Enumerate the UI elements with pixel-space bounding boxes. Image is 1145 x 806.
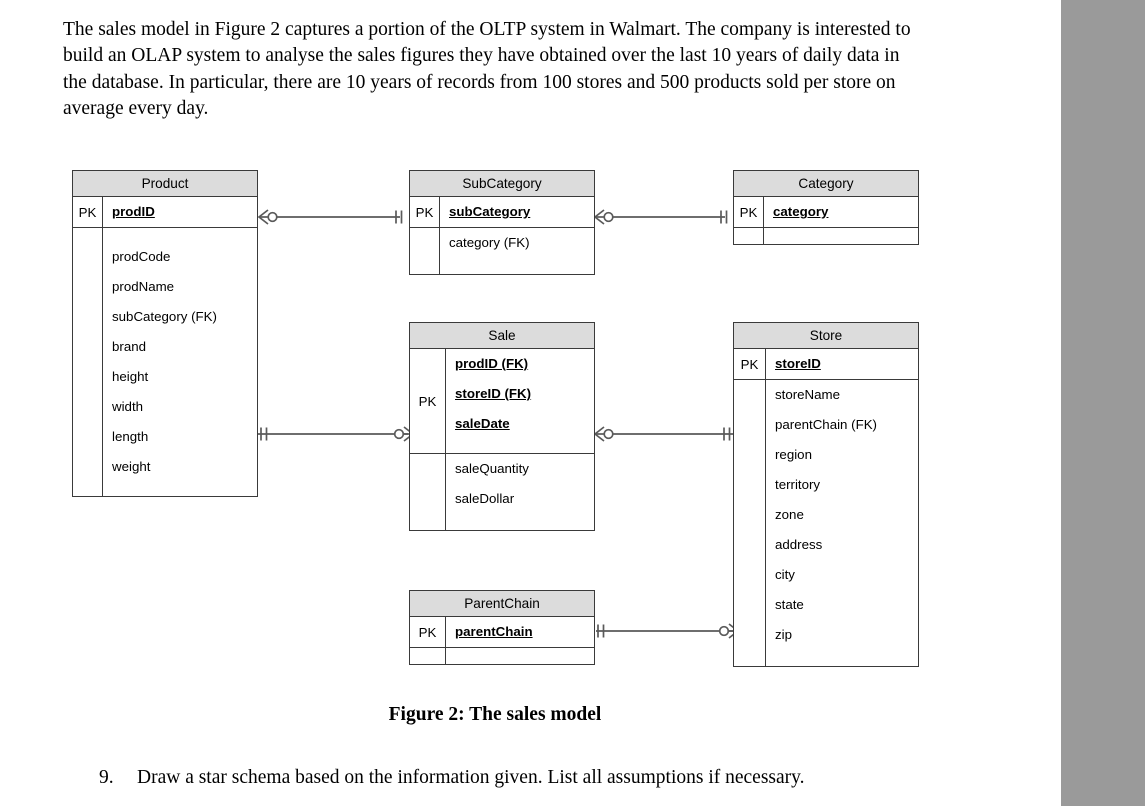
entity-sale-attr-0: saleQuantity bbox=[455, 461, 529, 476]
entity-product-attr-keycol bbox=[73, 228, 103, 496]
entity-store-attr-section: storeName parentChain (FK) region territ… bbox=[734, 379, 918, 666]
entity-product-title: Product bbox=[73, 171, 257, 197]
spacer bbox=[440, 258, 594, 274]
entity-category-key-label: PK bbox=[734, 197, 764, 227]
entity-store-attr-5: address bbox=[775, 537, 823, 552]
entity-sale-key-section: PK prodID (FK) storeID (FK) saleDate bbox=[410, 349, 594, 453]
entity-store-attr-8: zip bbox=[775, 627, 792, 642]
entity-parentchain-attr-section bbox=[410, 647, 594, 664]
entity-store-attr-7: state bbox=[775, 597, 804, 612]
entity-store-key-section: PK storeID bbox=[734, 349, 918, 379]
entity-sale-attr-keycol bbox=[410, 454, 446, 530]
entity-subcategory-key-label: PK bbox=[410, 197, 440, 227]
entity-product-attr-2: subCategory (FK) bbox=[112, 309, 217, 324]
entity-parentchain[interactable]: ParentChain PK parentChain bbox=[409, 590, 595, 665]
entity-category[interactable]: Category PK category bbox=[733, 170, 919, 245]
entity-product-attr-5: width bbox=[112, 399, 144, 414]
question-number: 9. bbox=[99, 767, 114, 788]
entity-store-pk-0: storeID bbox=[775, 356, 821, 371]
connector-subcategory-category bbox=[593, 209, 728, 225]
er-diagram-figure: Product PK prodID prodCode prodName subC… bbox=[72, 170, 919, 667]
entity-product-attr-3: brand bbox=[112, 339, 147, 354]
spacer bbox=[764, 228, 918, 244]
entity-store-attr-keycol bbox=[734, 380, 766, 666]
connector-sale-store bbox=[593, 426, 733, 442]
entity-parentchain-title: ParentChain bbox=[410, 591, 594, 617]
spacer bbox=[103, 228, 257, 242]
question-text: Draw a star schema based on the informat… bbox=[137, 767, 805, 788]
entity-product-attr-0: prodCode bbox=[112, 249, 171, 264]
entity-sale-pk-1: storeID (FK) bbox=[455, 386, 532, 401]
spacer bbox=[446, 514, 594, 530]
entity-product-attr-6: length bbox=[112, 429, 149, 444]
entity-product-pk-0: prodID bbox=[112, 204, 155, 219]
connector-parentchain-store bbox=[596, 623, 740, 639]
entity-product-attr-1: prodName bbox=[112, 279, 175, 294]
entity-category-key-section: PK category bbox=[734, 197, 918, 227]
entity-subcategory-title: SubCategory bbox=[410, 171, 594, 197]
entity-sale-pk-2: saleDate bbox=[455, 416, 510, 431]
entity-subcategory-attr-keycol bbox=[410, 228, 440, 274]
entity-store-attr-2: region bbox=[775, 447, 812, 462]
entity-store-attr-6: city bbox=[775, 567, 795, 582]
figure-caption: Figure 2: The sales model bbox=[388, 704, 602, 725]
entity-parentchain-pk-0: parentChain bbox=[455, 624, 533, 639]
entity-category-attr-keycol bbox=[734, 228, 764, 244]
entity-parentchain-key-label: PK bbox=[410, 617, 446, 647]
entity-sale-pk-0: prodID (FK) bbox=[455, 356, 529, 371]
entity-sale[interactable]: Sale PK prodID (FK) storeID (FK) saleDat… bbox=[409, 322, 595, 531]
entity-parentchain-key-section: PK parentChain bbox=[410, 617, 594, 647]
entity-subcategory-attr-0: category (FK) bbox=[449, 235, 530, 250]
entity-store-attr-4: zone bbox=[775, 507, 804, 522]
entity-product-attr-7: weight bbox=[112, 459, 151, 474]
entity-product-key-section: PK prodID bbox=[73, 197, 257, 227]
right-gutter-band bbox=[1061, 0, 1145, 806]
entity-store[interactable]: Store PK storeID storeName parentChain (… bbox=[733, 322, 919, 667]
entity-store-title: Store bbox=[734, 323, 918, 349]
entity-sale-attr-section: saleQuantity saleDollar bbox=[410, 453, 594, 530]
entity-subcategory[interactable]: SubCategory PK subCategory category (FK) bbox=[409, 170, 595, 275]
spacer bbox=[446, 648, 594, 664]
entity-sale-attr-1: saleDollar bbox=[455, 491, 515, 506]
entity-store-attr-0: storeName bbox=[775, 387, 841, 402]
spacer bbox=[103, 482, 257, 496]
intro-paragraph: The sales model in Figure 2 captures a p… bbox=[63, 19, 911, 119]
entity-product[interactable]: Product PK prodID prodCode prodName subC… bbox=[72, 170, 258, 497]
entity-store-attr-1: parentChain (FK) bbox=[775, 417, 877, 432]
entity-category-title: Category bbox=[734, 171, 918, 197]
connector-product-subcategory bbox=[257, 209, 403, 225]
connector-product-sale bbox=[258, 426, 415, 442]
entity-sale-key-label: PK bbox=[410, 349, 446, 453]
entity-product-attr-4: height bbox=[112, 369, 149, 384]
entity-sale-title: Sale bbox=[410, 323, 594, 349]
entity-parentchain-attr-keycol bbox=[410, 648, 446, 664]
spacer bbox=[446, 439, 594, 453]
question-item-9: 9. Draw a star schema based on the infor… bbox=[99, 767, 979, 789]
entity-category-pk-0: category bbox=[773, 204, 829, 219]
spacer bbox=[766, 650, 918, 666]
entity-subcategory-key-section: PK subCategory bbox=[410, 197, 594, 227]
entity-subcategory-attr-section: category (FK) bbox=[410, 227, 594, 274]
entity-product-key-label: PK bbox=[73, 197, 103, 227]
entity-store-attr-3: territory bbox=[775, 477, 821, 492]
entity-product-attr-section: prodCode prodName subCategory (FK) brand… bbox=[73, 227, 257, 496]
entity-subcategory-pk-0: subCategory bbox=[449, 204, 531, 219]
entity-category-attr-section bbox=[734, 227, 918, 244]
entity-store-key-label: PK bbox=[734, 349, 766, 379]
connector-layer bbox=[257, 209, 740, 639]
